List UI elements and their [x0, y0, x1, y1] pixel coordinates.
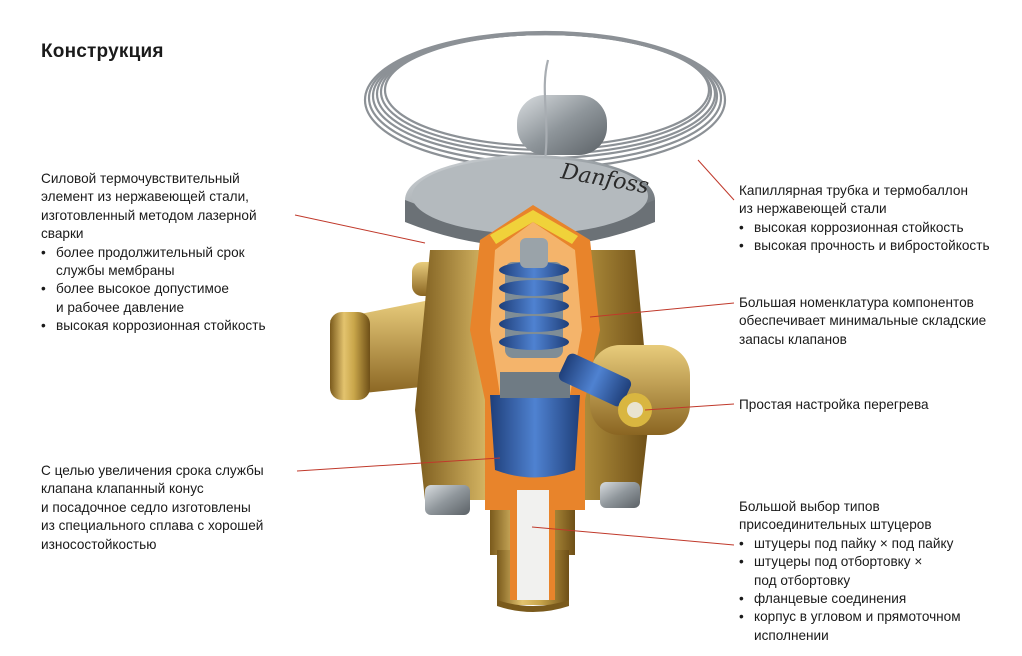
- leader-capillary: [697, 159, 735, 201]
- leader-fittings: [531, 526, 735, 546]
- callout-bullets: штуцеры под пайку × под пайку штуцеры по…: [739, 535, 1019, 645]
- callout-text: Капиллярная трубка и термобаллон из нерж…: [739, 183, 968, 217]
- leader-cone: [296, 457, 501, 472]
- page-title: Конструкция: [41, 41, 164, 62]
- leader-superheat: [644, 403, 735, 411]
- callout-valve-cone: С целью увеличения срока службы клапана …: [41, 462, 291, 554]
- callout-text: Большой выбор типов присоединительных шт…: [739, 499, 932, 533]
- leader-lines: [294, 159, 735, 546]
- list-item: высокая прочность и вибростойкость: [739, 237, 1019, 256]
- callout-fittings: Большой выбор типов присоединительных шт…: [739, 498, 1019, 645]
- callout-bullets: более продолжительный срок службы мембра…: [41, 244, 291, 336]
- list-item: штуцеры под пайку × под пайку: [739, 535, 1019, 554]
- list-item: высокая коррозионная стойкость: [739, 219, 1019, 238]
- leader-components: [589, 302, 735, 318]
- sensing-bulb: [517, 59, 607, 161]
- list-item: более высокое допустимое и рабочее давле…: [41, 280, 291, 317]
- callout-components: Большая номенклатура компонентов обеспеч…: [739, 294, 1019, 349]
- cutaway-section: [470, 205, 652, 600]
- list-item: более продолжительный срок службы мембра…: [41, 244, 291, 281]
- list-item: высокая коррозионная стойкость: [41, 317, 291, 336]
- valve-cone: [490, 372, 580, 478]
- callout-text: Большая номенклатура компонентов обеспеч…: [739, 295, 987, 347]
- callout-capillary: Капиллярная трубка и термобаллон из нерж…: [739, 182, 1019, 256]
- list-item: корпус в угловом и прямоточном исполнени…: [739, 608, 1019, 645]
- callout-text: Силовой термочувствительный элемент из н…: [41, 171, 257, 242]
- leader-element: [294, 214, 426, 244]
- callout-power-element: Силовой термочувствительный элемент из н…: [41, 170, 291, 336]
- list-item: фланцевые соединения: [739, 590, 1019, 609]
- callout-text: С целью увеличения срока службы клапана …: [41, 463, 264, 552]
- superheat-adjust-screw: [558, 353, 652, 427]
- spring: [499, 238, 569, 358]
- callout-text: Простая настройка перегрева: [739, 397, 929, 412]
- callout-superheat: Простая настройка перегрева: [739, 396, 1019, 414]
- diaphragm-head: Danfoss: [405, 155, 655, 247]
- callout-bullets: высокая коррозионная стойкость высокая п…: [739, 219, 1019, 256]
- list-item: штуцеры под отбортовку × под отбортовку: [739, 553, 1019, 590]
